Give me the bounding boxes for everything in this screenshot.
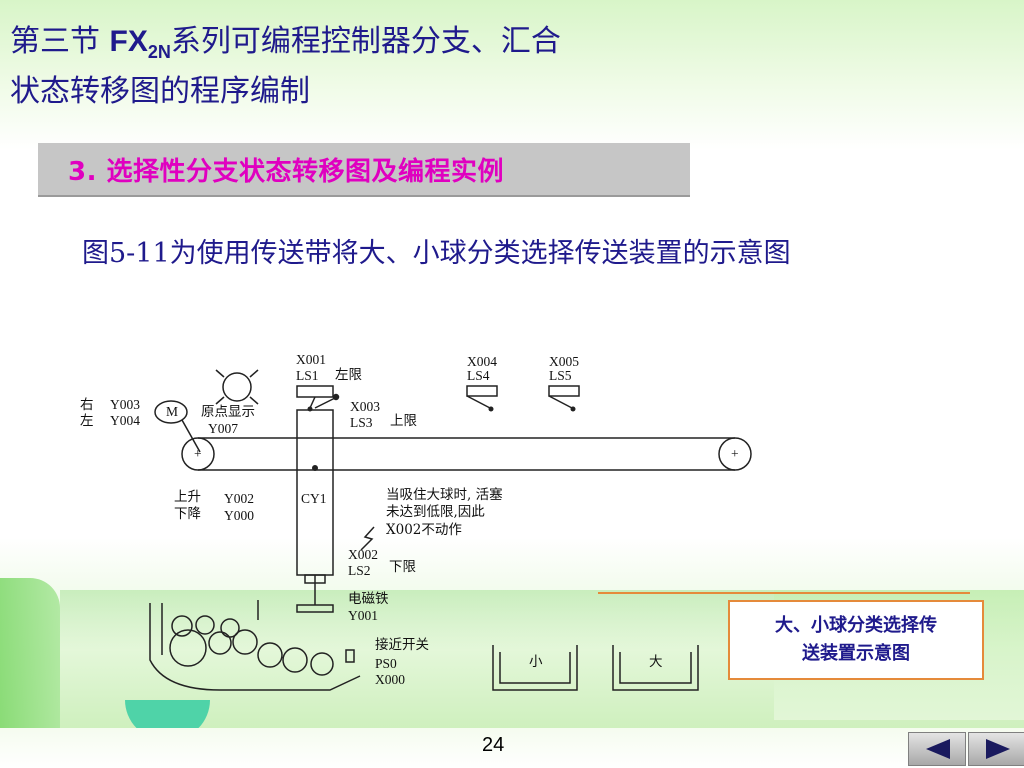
limit-switch-ls1 <box>296 385 334 398</box>
limit-switch-ls2 <box>304 574 326 584</box>
label-right: 右 <box>80 397 94 413</box>
label-bin-small: 小 <box>529 654 543 670</box>
label-cy1: CY1 <box>301 491 327 506</box>
bottom-bar <box>0 728 1024 768</box>
label-left-limit: 左限 <box>335 367 362 383</box>
label-y007: Y007 <box>208 421 238 436</box>
label-y004: Y004 <box>110 413 140 428</box>
label-right-pulley-plus: + <box>731 446 739 461</box>
note-line-1: 当吸住大球时, 活塞 <box>386 487 503 503</box>
label-x002: X002 <box>348 547 378 562</box>
limit-switch-ls4 <box>466 385 498 397</box>
top-gradient <box>0 0 1024 150</box>
figure-caption: 图5-11为使用传送带将大、小球分类选择传送装置的示意图 <box>82 238 791 269</box>
page-number: 24 <box>482 734 505 756</box>
label-ls2: LS2 <box>348 563 371 578</box>
note-line-2: 未达到低限,因此 <box>386 504 485 520</box>
label-left: 左 <box>80 413 94 429</box>
label-ls4: LS4 <box>467 368 490 383</box>
label-fall: 下降 <box>174 506 201 522</box>
label-origin-display: 原点显示 <box>201 404 255 420</box>
note-line-3: X002不动作 <box>386 522 462 538</box>
proximity-switch-ps0 <box>345 649 355 663</box>
label-electromagnet: 电磁铁 <box>348 591 389 607</box>
label-y000: Y000 <box>224 508 254 523</box>
legend-box <box>728 600 984 680</box>
bin-large <box>612 645 699 691</box>
label-y002: Y002 <box>224 491 254 506</box>
label-bin-large: 大 <box>649 654 663 670</box>
label-lower-limit: 下限 <box>389 559 416 575</box>
lamp-icon <box>222 372 252 402</box>
legend-text: 大、小球分类选择传 送装置示意图 <box>775 615 937 664</box>
label-x001: X001 <box>296 352 326 367</box>
triangle-left-icon <box>926 739 950 759</box>
bin-small <box>492 645 578 691</box>
label-motor: M <box>166 404 179 419</box>
label-ls3: LS3 <box>350 415 373 430</box>
label-y003: Y003 <box>110 397 140 412</box>
label-left-pulley-plus: + <box>194 446 202 461</box>
triangle-right-icon <box>986 739 1010 759</box>
label-proximity-switch: 接近开关 <box>375 637 429 653</box>
legend-separator-line <box>598 592 970 594</box>
label-x003: X003 <box>350 399 380 414</box>
section-title: 3. 选择性分支状态转移图及编程实例 <box>68 157 505 187</box>
ball-hopper <box>149 603 361 691</box>
label-ps0: PS0 <box>375 656 397 671</box>
limit-switch-ls5 <box>548 385 580 397</box>
label-x000: X000 <box>375 672 405 687</box>
label-upper-limit: 上限 <box>390 413 417 429</box>
label-y001: Y001 <box>348 608 378 623</box>
label-ls5: LS5 <box>549 368 572 383</box>
label-ls1: LS1 <box>296 368 319 383</box>
label-x005: X005 <box>549 354 579 369</box>
electromagnet-plate <box>296 604 334 613</box>
page-title: 第三节 FX2N系列可编程控制器分支、汇合 状态转移图的程序编制 <box>10 24 561 109</box>
prev-slide-button[interactable] <box>908 732 966 766</box>
motor-icon <box>154 400 188 424</box>
label-rise: 上升 <box>174 489 201 505</box>
label-x004: X004 <box>467 354 497 369</box>
section-header-box <box>38 143 690 197</box>
next-slide-button[interactable] <box>968 732 1024 766</box>
